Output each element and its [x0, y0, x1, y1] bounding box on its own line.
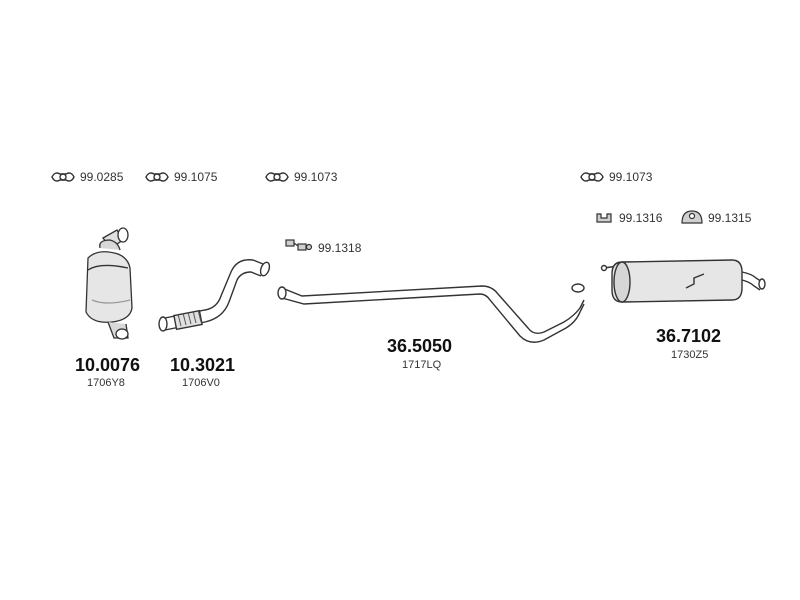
front-pipe-part: [158, 259, 271, 332]
gasket-icon: [580, 172, 604, 182]
gasket-code: 99.1073: [294, 170, 338, 184]
part-number: 36.5050: [387, 336, 453, 356]
intermediate-pipe-part: [277, 283, 585, 343]
part-number: 36.7102: [656, 326, 722, 346]
part-number: 10.3021: [170, 355, 236, 375]
gasket-code: 99.1075: [174, 170, 218, 184]
oem-code: 1730Z5: [671, 349, 709, 361]
hanger-code: 99.1318: [318, 241, 362, 255]
catalytic-converter-part: [85, 227, 133, 340]
hanger-icon: [285, 239, 313, 251]
oem-code: 1717LQ: [402, 359, 442, 371]
part-number: 10.0076: [75, 355, 141, 375]
rear-silencer-part: [600, 259, 766, 303]
hanger-code: 99.1316: [619, 211, 663, 225]
oem-code: 1706Y8: [87, 377, 125, 389]
hanger-icon: [596, 213, 612, 223]
gasket-code: 99.0285: [80, 170, 124, 184]
gasket-icon: [145, 172, 169, 182]
hanger-code: 99.1315: [708, 211, 752, 225]
gasket-icon: [51, 172, 75, 182]
gasket-icon: [265, 172, 289, 182]
hanger-icon: [681, 210, 703, 224]
gasket-code: 99.1073: [609, 170, 653, 184]
oem-code: 1706V0: [182, 377, 220, 389]
